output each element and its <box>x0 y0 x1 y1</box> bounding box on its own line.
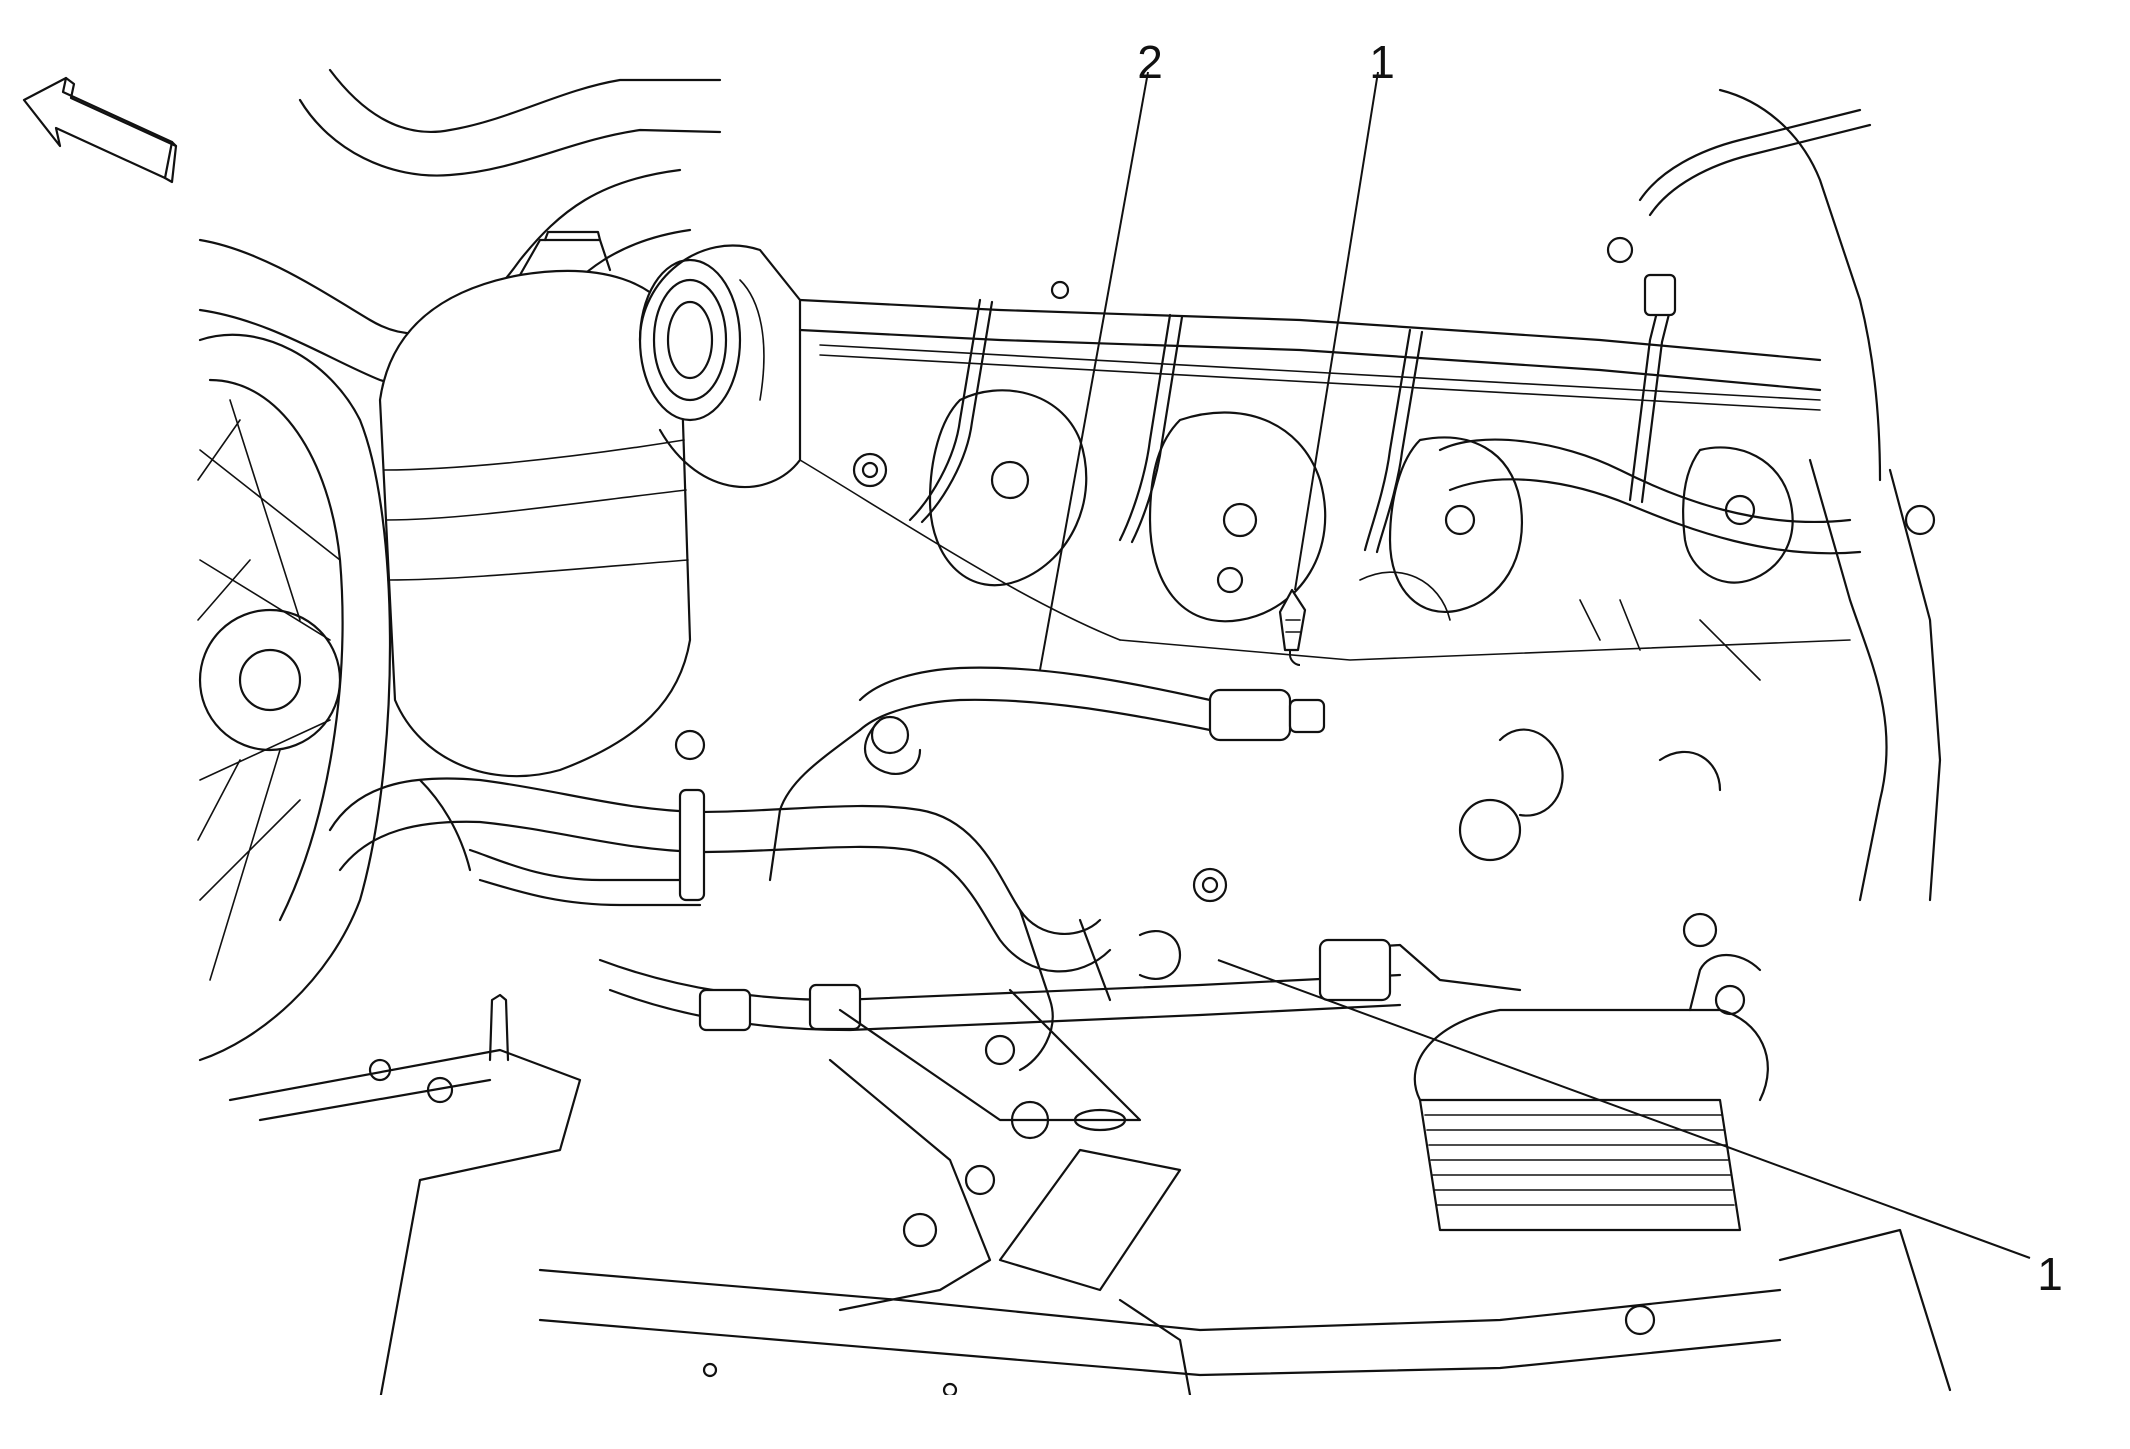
drawing-body <box>197 68 1952 1395</box>
callout-1-right: 1 <box>2037 1248 2063 1300</box>
coolant-reservoir <box>378 230 692 778</box>
front-crossmember <box>228 988 1952 1395</box>
cooling-fan-assembly <box>197 333 392 1062</box>
connector-marker <box>1278 588 1307 652</box>
oil-cooler-line-upper <box>768 666 1326 882</box>
transmission-cooler-lines <box>598 930 1522 1032</box>
engine-pulley-drive <box>638 244 802 488</box>
fuel-injector-lines <box>908 108 1872 554</box>
front-direction-arrow-icon <box>22 76 178 184</box>
fasteners-and-brackets <box>674 236 1942 948</box>
engine-cylinder-head <box>798 298 1851 661</box>
callouts: 2 1 1 <box>1137 36 2063 1300</box>
callout-2: 2 <box>1137 36 1163 88</box>
callout-leaders <box>1039 71 2031 1259</box>
lower-coolant-hoses <box>328 777 1112 1072</box>
callout-1-top: 1 <box>1369 36 1395 88</box>
engine-oil-cooler <box>1413 954 1769 1232</box>
intake-tube-right <box>1438 88 1882 555</box>
